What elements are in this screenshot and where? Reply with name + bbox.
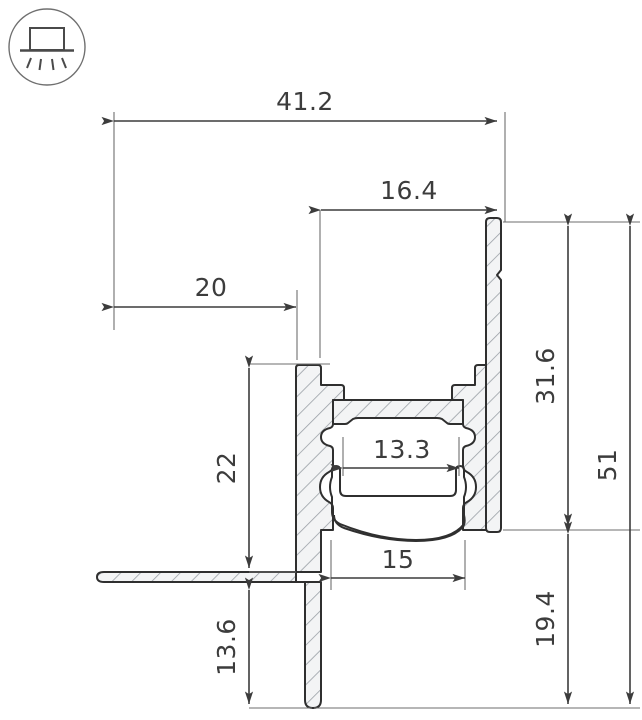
dimension-label-13-3: 13.3 [373,435,431,464]
dimension-label-51: 51 [593,449,622,482]
dimension-inner-top-width: 16.4 [308,176,497,215]
dimension-label-41-2: 41.2 [276,87,334,116]
dimension-flange-drop: 13.6 [212,577,254,704]
dimension-left-height: 22 [212,355,254,568]
dimension-label-16-4: 16.4 [380,176,438,205]
dimension-channel-inner-width: 13.3 [330,435,459,473]
dimension-label-20: 20 [195,273,228,302]
dimension-label-22: 22 [212,452,241,485]
dimension-body-height: 31.6 [531,213,573,526]
dimension-label-19-4: 19.4 [531,590,560,648]
aluminium-profile-body [96,217,502,709]
dimension-lower-height: 19.4 [531,521,573,704]
lens-diffuser [329,465,467,543]
dimension-lens-width: 15 [318,545,465,583]
dimension-left-offset: 20 [101,273,296,312]
dimension-label-31-6: 31.6 [531,347,560,405]
dimension-label-15: 15 [382,545,415,574]
recessed-downlight-icon [8,8,86,86]
dimension-overall-width: 41.2 [101,87,497,126]
dimension-total-height: 51 [593,213,635,704]
dimension-label-13-6: 13.6 [212,618,241,676]
